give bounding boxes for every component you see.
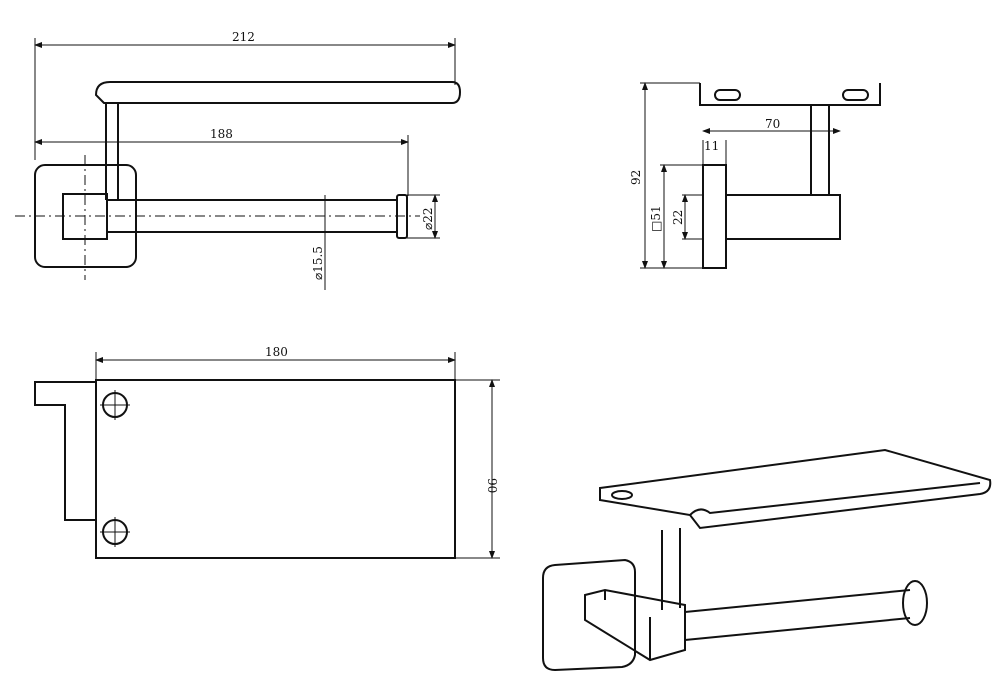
front-view: 212 188 ⌀22 ⌀15.5 <box>15 30 462 290</box>
dim-92: 92 <box>629 170 643 185</box>
dim-diameter-15-5: ⌀15.5 <box>311 246 325 280</box>
dim-square-51: □51 <box>649 205 663 232</box>
dim-diameter-22: ⌀22 <box>421 208 435 231</box>
isometric-view <box>542 448 992 672</box>
dim-212: 212 <box>232 30 255 44</box>
dim-70: 70 <box>765 117 780 131</box>
dim-180: 180 <box>265 345 288 359</box>
dim-11: 11 <box>704 139 719 153</box>
dim-90: 90 <box>485 478 499 493</box>
side-view: 92 70 11 □51 22 <box>629 82 881 269</box>
top-view: 180 90 <box>34 345 500 559</box>
dim-188: 188 <box>210 127 233 141</box>
dim-22-height: 22 <box>671 210 685 225</box>
